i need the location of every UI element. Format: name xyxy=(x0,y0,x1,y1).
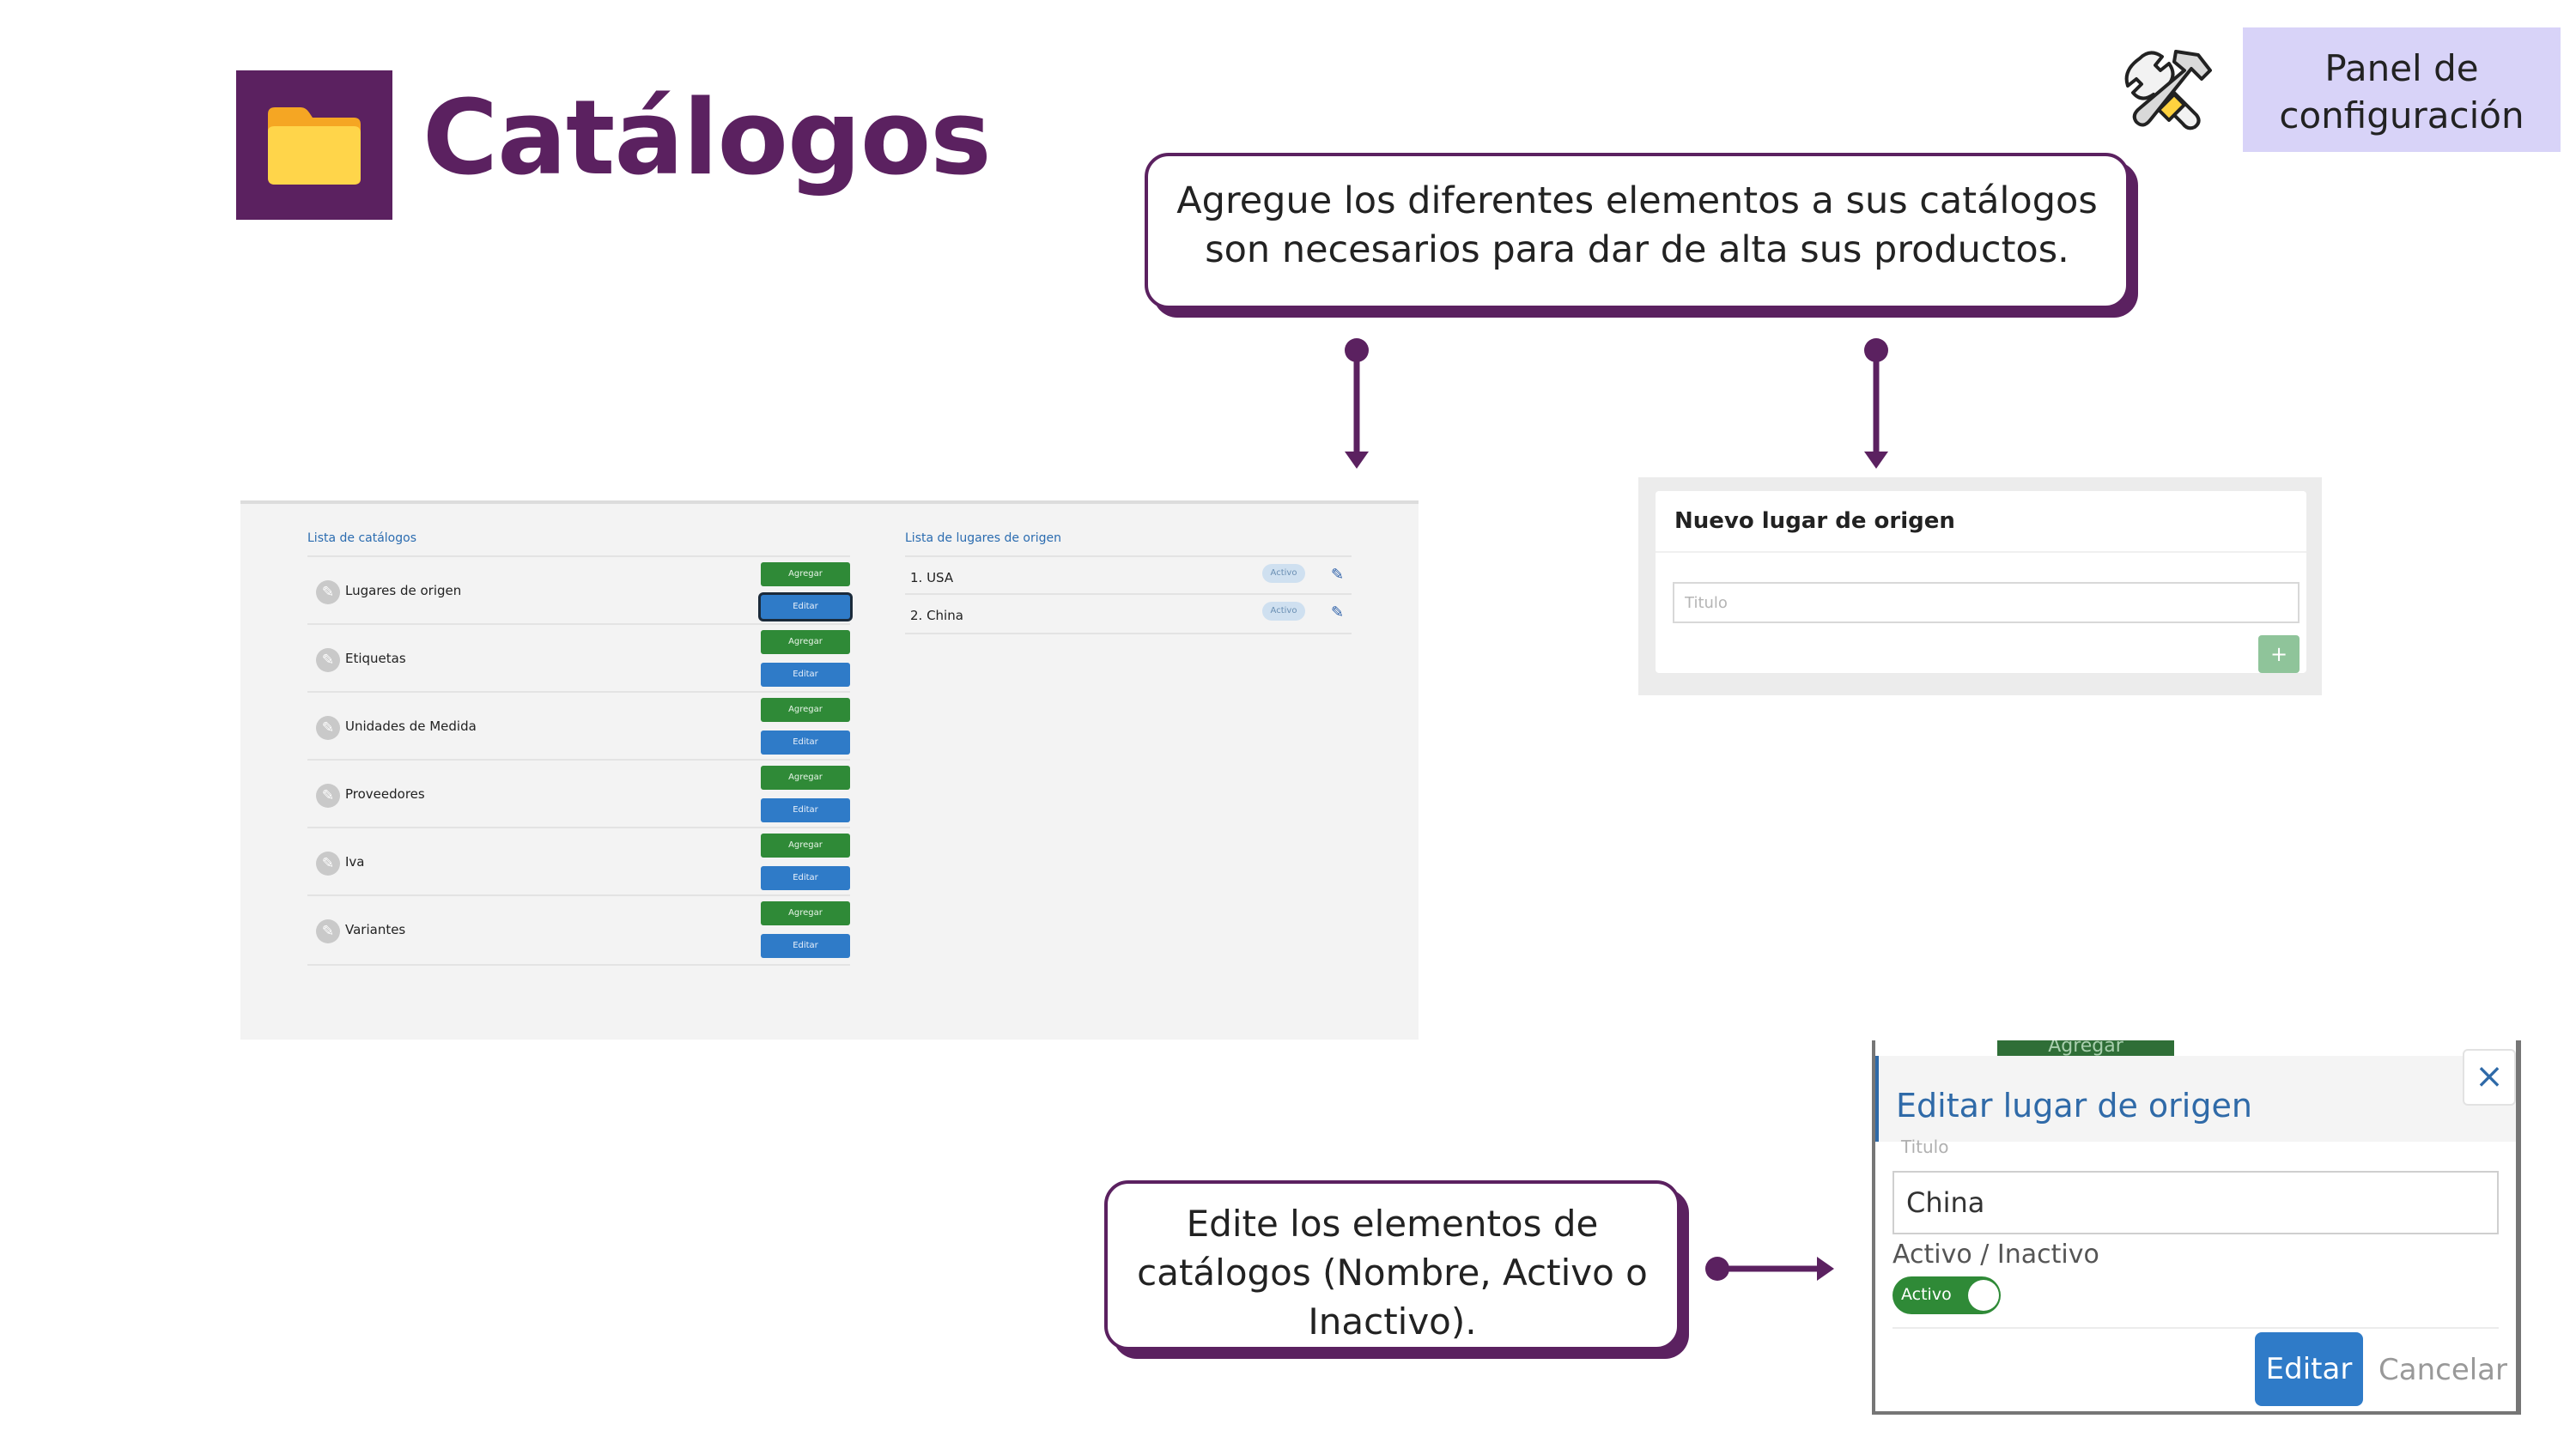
callout-add-elements: Agregue los diferentes elementos a sus c… xyxy=(1145,153,2129,309)
page-title: Catálogos xyxy=(422,79,992,198)
cancel-button[interactable]: Cancelar xyxy=(2379,1353,2507,1387)
place-name: 1. USA xyxy=(910,570,954,585)
catalog-list-title: Lista de catálogos xyxy=(307,531,416,545)
tools-icon xyxy=(2124,50,2212,130)
edit-button[interactable]: Editar xyxy=(761,798,850,822)
catalog-row: ✎ Variantes Agregar Editar xyxy=(307,894,850,966)
panel-config-button[interactable]: Panel de configuración xyxy=(2243,27,2561,152)
new-place-card: Nuevo lugar de origen + xyxy=(1656,491,2306,673)
new-place-title: Nuevo lugar de origen xyxy=(1674,508,1955,534)
add-button[interactable]: Agregar xyxy=(761,901,850,925)
edit-place-modal: Agregar Editar lugar de origen × Titulo … xyxy=(1875,1040,2516,1411)
catalog-row: ✎ Iva Agregar Editar xyxy=(307,827,850,896)
pencil-icon: ✎ xyxy=(316,580,340,604)
edit-button[interactable]: Editar xyxy=(761,595,850,619)
catalog-row: ✎ Lugares de origen Agregar Editar xyxy=(307,555,850,625)
pencil-icon[interactable]: ✎ xyxy=(1331,603,1345,621)
save-button[interactable]: Editar xyxy=(2255,1332,2363,1406)
add-button[interactable]: Agregar xyxy=(761,562,850,586)
folder-icon xyxy=(268,107,361,185)
close-icon[interactable]: × xyxy=(2463,1049,2516,1106)
arrow-right xyxy=(1705,1257,1834,1281)
edit-button[interactable]: Editar xyxy=(761,934,850,958)
modal-title: Editar lugar de origen xyxy=(1896,1087,2252,1125)
title-input[interactable] xyxy=(1673,582,2300,623)
arrow-down-right xyxy=(1864,338,1888,469)
place-name: 2. China xyxy=(910,608,963,623)
pencil-icon: ✎ xyxy=(316,919,340,943)
edit-button[interactable]: Editar xyxy=(761,866,850,890)
catalog-name: Lugares de origen xyxy=(345,583,462,598)
active-toggle[interactable]: Activo xyxy=(1893,1276,2001,1314)
add-place-button[interactable]: + xyxy=(2258,635,2300,673)
catalog-name: Unidades de Medida xyxy=(345,718,477,734)
places-list-title: Lista de lugares de origen xyxy=(905,531,1062,545)
background-add-button: Agregar xyxy=(1997,1040,2174,1056)
toggle-label: Activo xyxy=(1901,1285,1952,1304)
place-row: 2. China Activo ✎ xyxy=(905,593,1352,634)
modal-header: Editar lugar de origen xyxy=(1875,1056,2516,1142)
pencil-icon: ✎ xyxy=(316,784,340,808)
status-badge: Activo xyxy=(1262,564,1305,583)
title-label: Titulo xyxy=(1901,1137,1949,1157)
catalog-row: ✎ Etiquetas Agregar Editar xyxy=(307,623,850,693)
status-badge: Activo xyxy=(1262,602,1305,621)
edit-place-screenshot: Agregar Editar lugar de origen × Titulo … xyxy=(1872,1040,2521,1415)
edit-button[interactable]: Editar xyxy=(761,663,850,687)
title-input[interactable] xyxy=(1893,1171,2499,1234)
catalog-name: Variantes xyxy=(345,922,406,937)
pencil-icon[interactable]: ✎ xyxy=(1331,566,1345,584)
add-button[interactable]: Agregar xyxy=(761,698,850,722)
catalog-row: ✎ Unidades de Medida Agregar Editar xyxy=(307,691,850,761)
catalog-name: Proveedores xyxy=(345,786,425,802)
catalog-name: Etiquetas xyxy=(345,651,406,666)
edit-button[interactable]: Editar xyxy=(761,731,850,755)
place-row: 1. USA Activo ✎ xyxy=(905,555,1352,595)
add-button[interactable]: Agregar xyxy=(761,630,850,654)
catalog-list-screenshot: Lista de catálogos Lista de lugares de o… xyxy=(240,500,1419,1040)
callout-edit-elements: Edite los elementos de catálogos (Nombre… xyxy=(1104,1180,1680,1350)
toggle-knob xyxy=(1968,1280,1999,1311)
pencil-icon: ✎ xyxy=(316,648,340,672)
catalog-row: ✎ Proveedores Agregar Editar xyxy=(307,759,850,828)
pencil-icon: ✎ xyxy=(316,852,340,876)
active-label: Activo / Inactivo xyxy=(1893,1240,2099,1270)
new-place-screenshot: Nuevo lugar de origen + xyxy=(1638,477,2322,695)
pencil-icon: ✎ xyxy=(316,716,340,740)
add-button[interactable]: Agregar xyxy=(761,766,850,790)
catalog-name: Iva xyxy=(345,854,365,870)
divider xyxy=(1656,551,2306,553)
add-button[interactable]: Agregar xyxy=(761,834,850,858)
divider xyxy=(1893,1327,2499,1329)
arrow-down-left xyxy=(1345,338,1369,469)
